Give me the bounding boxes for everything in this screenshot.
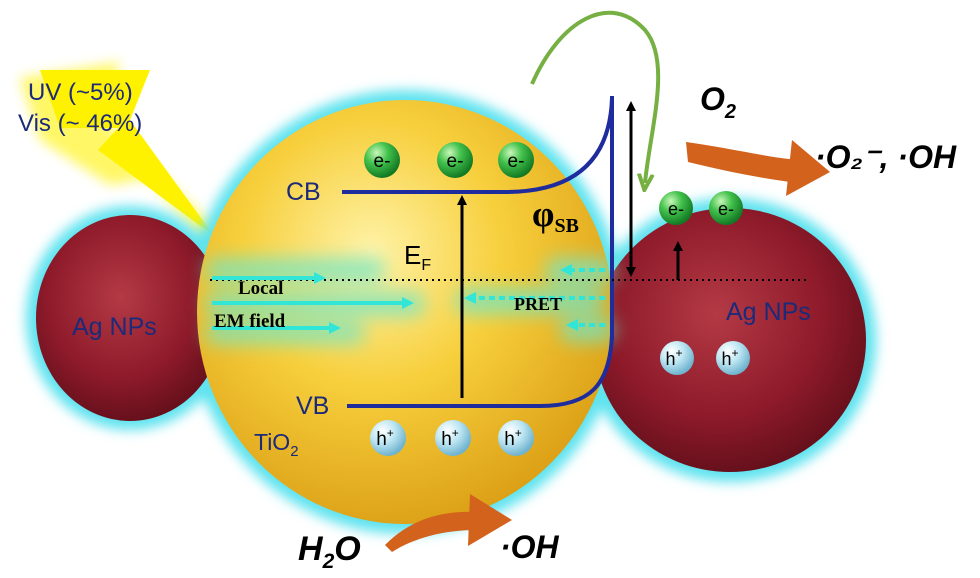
- silver-particle-right: [594, 208, 866, 472]
- hole-ag-1: h+: [660, 341, 694, 375]
- hole-ag-2: h+: [716, 341, 750, 375]
- electron-cb-3: e-: [498, 142, 534, 178]
- local-field-label-line1: Local: [238, 278, 283, 299]
- conduction-band-edge: [342, 97, 614, 194]
- svg-text:h+: h+: [665, 346, 682, 369]
- barrier-label: φSB: [532, 194, 579, 237]
- local-field-label-line2: EM field: [214, 311, 286, 332]
- titania-label: TiO2: [254, 429, 299, 460]
- svg-text:h+: h+: [504, 426, 522, 450]
- electron-cb-1: e-: [364, 142, 400, 178]
- silver-holes: h+ h+: [660, 341, 750, 375]
- svg-text:e-: e-: [508, 151, 525, 172]
- hole-vb-2: h+: [435, 420, 471, 456]
- electron-cb-2: e-: [437, 142, 473, 178]
- hole-vb-1: h+: [370, 420, 406, 456]
- water-label: H2O: [298, 530, 361, 573]
- oxygen-arrow-head-icon: [786, 140, 830, 196]
- silver-particle-left: [36, 215, 224, 421]
- cb-label: CB: [286, 178, 321, 206]
- water-reaction-arrow: [385, 511, 480, 552]
- svg-text:h+: h+: [441, 426, 459, 450]
- svg-text:h+: h+: [376, 426, 394, 450]
- hydroxyl-label: ·OH: [500, 529, 560, 565]
- vb-holes: h+ h+ h+: [370, 420, 534, 456]
- vb-label: VB: [296, 392, 329, 420]
- silver-left-label: Ag NPs: [72, 313, 157, 341]
- field-arrows: [212, 264, 605, 334]
- svg-text:e-: e-: [447, 151, 464, 172]
- silver-electrons: e- e-: [659, 191, 743, 225]
- electron-ag-1: e-: [659, 191, 693, 225]
- uv-label: UV (~5%): [28, 79, 133, 106]
- svg-text:h+: h+: [721, 346, 738, 369]
- fermi-level-label: EF: [404, 240, 431, 274]
- oxygen-reaction-arrow: [686, 142, 800, 182]
- valence-band-edge: [347, 334, 614, 408]
- oxygen-products-label: ·O₂⁻, ·OH: [815, 139, 957, 175]
- hole-vb-3: h+: [498, 420, 534, 456]
- electron-ag-2: e-: [709, 191, 743, 225]
- svg-text:e-: e-: [374, 151, 391, 172]
- cb-electrons: e- e- e-: [364, 142, 534, 178]
- silver-right-label: Ag NPs: [726, 298, 811, 326]
- electron-jump-arrow: [530, 10, 661, 183]
- light-beam-icon: [20, 62, 215, 250]
- vis-label: Vis (~ 46%): [18, 110, 142, 137]
- transfer-label: PRET: [514, 294, 562, 314]
- svg-text:e-: e-: [668, 199, 684, 219]
- oxygen-label: O2: [700, 81, 736, 123]
- water-arrow-head-icon: [468, 494, 512, 546]
- svg-text:e-: e-: [718, 199, 734, 219]
